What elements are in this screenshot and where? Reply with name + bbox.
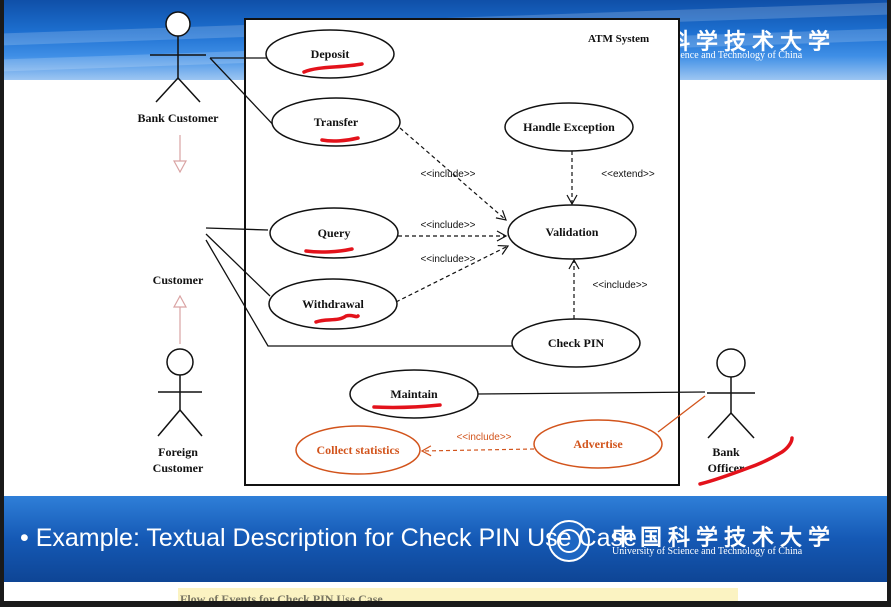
association-advertise	[657, 395, 706, 433]
actor-label-customer: Customer	[153, 273, 204, 287]
usecase-withdrawal	[268, 278, 398, 330]
associations	[205, 57, 706, 395]
red-annotation-marks	[302, 62, 794, 486]
window-edge	[0, 601, 891, 607]
usecase-label-withdrawal: Withdrawal	[302, 297, 364, 311]
relation-label-extend: <<extend>>	[601, 169, 655, 180]
usecase-query	[269, 207, 399, 259]
include-arrow-advertise	[420, 445, 535, 457]
usecase-label-validation: Validation	[546, 225, 599, 239]
footer-logo-english: University of Science and Technology of …	[612, 546, 803, 557]
actor-bank-officer	[707, 348, 755, 439]
bullet-text: • Example: Textual Description for Check…	[20, 524, 637, 552]
actor-bank-customer	[150, 11, 206, 103]
usecase-label-handle-exception: Handle Exception	[523, 120, 615, 134]
footer-band	[4, 496, 887, 582]
header-logo-english: University of Science and Technology of …	[612, 50, 803, 61]
actor-label-bank-officer-line1: Bank	[712, 445, 740, 459]
relation-label-include: <<include>>	[420, 169, 475, 180]
usecase-label-advertise: Advertise	[573, 437, 623, 451]
usecase-label-deposit: Deposit	[311, 47, 350, 61]
usecase-deposit	[265, 29, 395, 79]
relation-label-include: <<include>>	[420, 220, 475, 231]
usecase-label-check-pin: Check PIN	[548, 336, 605, 350]
usecase-transfer	[271, 97, 401, 147]
usecase-label-collect-statistics: Collect statistics	[317, 443, 400, 457]
footer-logo-chinese: 中国科学技术大学	[612, 525, 837, 551]
usecase-handle-exception	[504, 102, 634, 152]
system-name: ATM System	[588, 33, 649, 45]
window-edge	[0, 0, 4, 607]
actor-label-foreign-customer-line2: Customer	[153, 461, 204, 475]
actor-label-bank-customer: Bank Customer	[137, 111, 219, 125]
usecase-advertise	[533, 419, 663, 469]
relation-label-include: <<include>>	[420, 254, 475, 265]
usecase-label-query: Query	[318, 226, 351, 240]
window-edge	[887, 0, 891, 607]
university-seal-icon	[548, 520, 590, 562]
actor-label-foreign-customer-line1: Foreign	[158, 445, 198, 459]
usecase-label-maintain: Maintain	[390, 387, 438, 401]
relation-label-include: <<include>>	[592, 280, 647, 291]
actor-foreign-customer	[157, 348, 203, 437]
include-arrow-transfer	[399, 127, 507, 221]
relation-label-include: <<include>>	[456, 432, 511, 443]
usecase-collect-statistics	[295, 425, 421, 475]
usecase-check-pin	[511, 318, 641, 368]
usecase-label-transfer: Transfer	[314, 115, 359, 129]
